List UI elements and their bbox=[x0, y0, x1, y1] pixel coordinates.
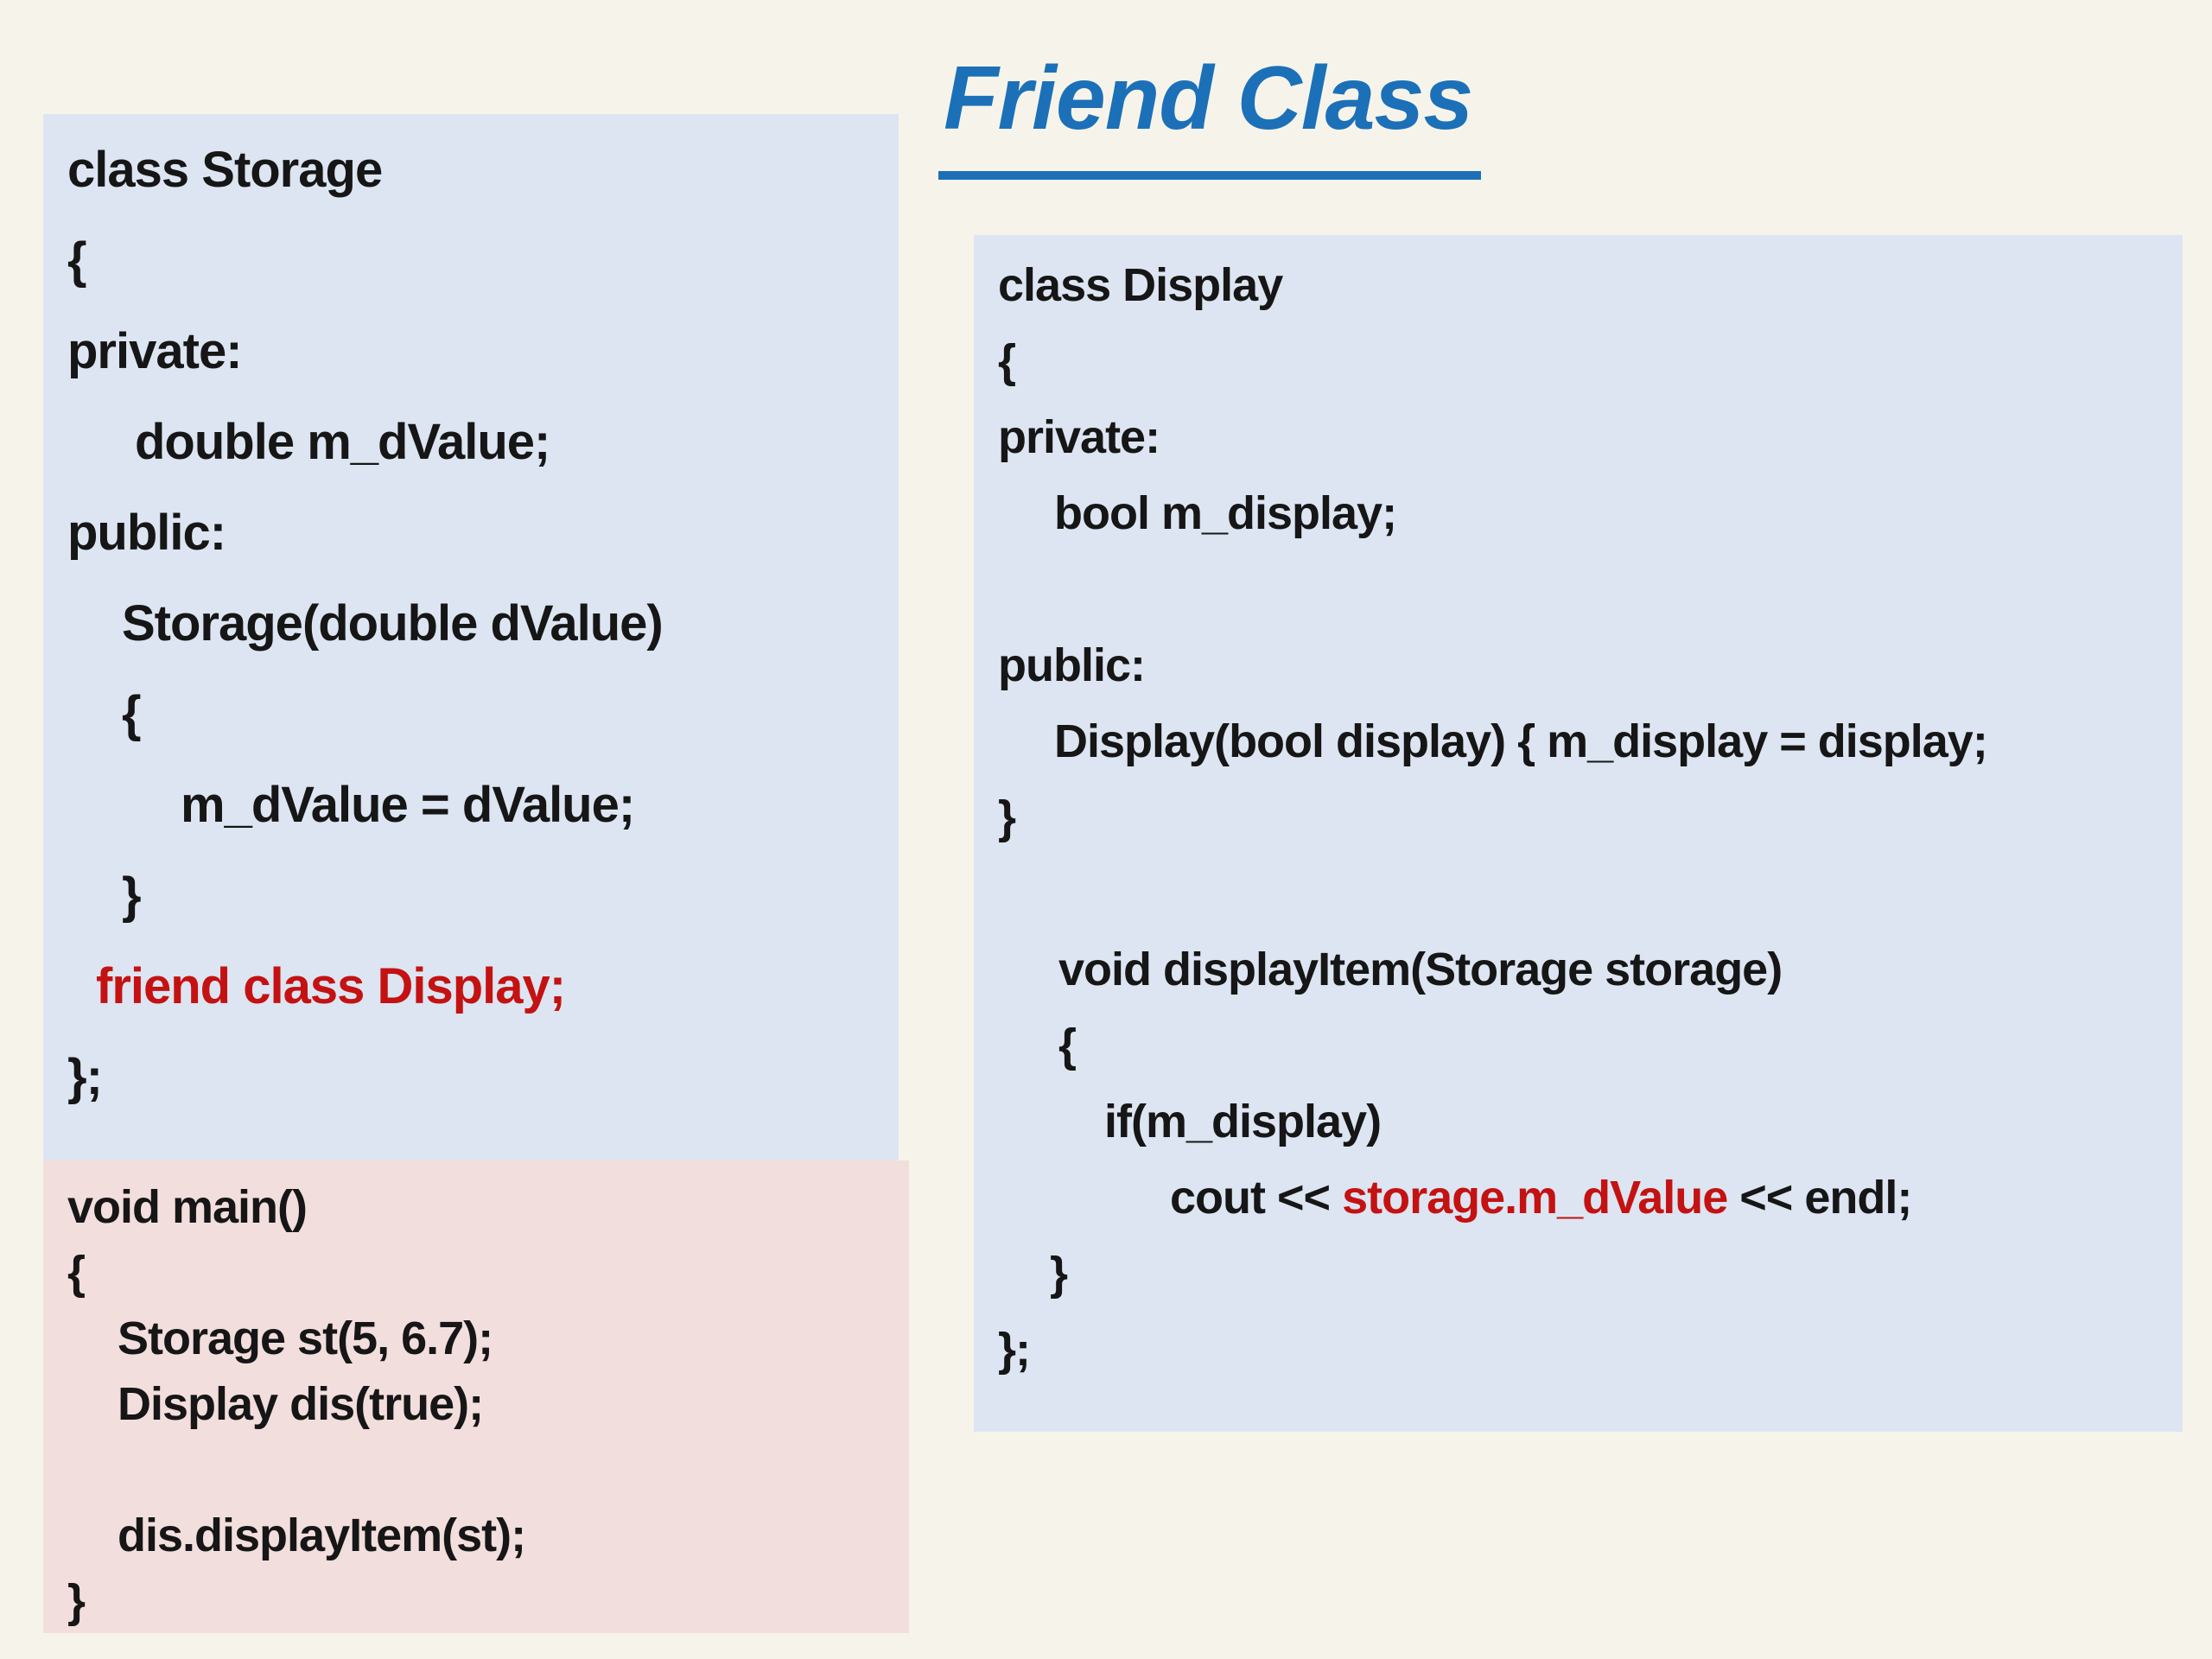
code-line: dis.displayItem(st); bbox=[118, 1510, 526, 1561]
friend-declaration-line: friend class Display; bbox=[96, 958, 566, 1014]
code-line: public: bbox=[998, 639, 1146, 691]
code-line: { bbox=[67, 232, 87, 289]
code-line: void main() bbox=[67, 1181, 308, 1233]
code-line: { bbox=[998, 335, 1016, 387]
code-line: class Storage bbox=[67, 142, 383, 198]
main-function-code-block: void main() { Storage st(5, 6.7); Displa… bbox=[43, 1160, 909, 1633]
display-class-code-block: class Display { private: bool m_display;… bbox=[974, 235, 2183, 1432]
code-line: void displayItem(Storage storage) bbox=[1058, 944, 1783, 995]
code-line: Storage(double dValue) bbox=[122, 595, 664, 652]
code-line: private: bbox=[998, 411, 1160, 463]
code-line: private: bbox=[67, 323, 243, 379]
highlighted-member-access: storage.m_dValue bbox=[1342, 1172, 1728, 1224]
code-line: Display(bool display) { m_display = disp… bbox=[1054, 715, 1988, 767]
code-line: double m_dValue; bbox=[135, 414, 550, 470]
code-line: if(m_display) bbox=[1104, 1096, 1382, 1147]
code-line: m_dValue = dValue; bbox=[181, 777, 635, 833]
code-line-blank bbox=[998, 551, 2165, 627]
code-line: { bbox=[122, 686, 142, 742]
code-line: Storage st(5, 6.7); bbox=[118, 1313, 493, 1364]
code-line: } bbox=[122, 868, 142, 924]
code-line: } bbox=[67, 1575, 86, 1627]
storage-class-code-block: class Storage { private: double m_dValue… bbox=[43, 114, 899, 1160]
code-line-blank bbox=[998, 855, 2165, 931]
code-line: bool m_display; bbox=[1054, 487, 1397, 539]
code-line: { bbox=[1058, 1020, 1077, 1071]
code-line: Display dis(true); bbox=[118, 1378, 484, 1430]
code-line: public: bbox=[67, 505, 226, 561]
cout-statement-line: cout << storage.m_dValue << endl; bbox=[1170, 1160, 2165, 1236]
code-text: << endl; bbox=[1727, 1172, 1912, 1224]
code-line: { bbox=[67, 1247, 86, 1299]
code-line: } bbox=[998, 791, 1016, 843]
code-line-blank bbox=[67, 1437, 892, 1503]
code-line: } bbox=[1050, 1248, 1068, 1300]
slide-title: Friend Class bbox=[938, 38, 1482, 181]
code-line: }; bbox=[67, 1049, 103, 1105]
code-line: }; bbox=[998, 1324, 1031, 1376]
code-line: class Display bbox=[998, 259, 1283, 311]
code-text: cout << bbox=[1170, 1172, 1343, 1224]
